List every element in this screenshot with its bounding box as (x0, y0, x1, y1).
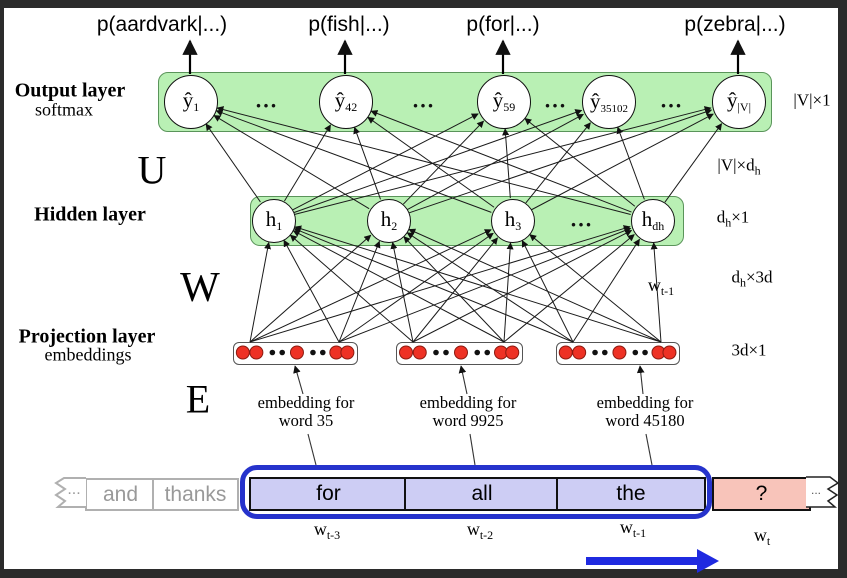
strip-cell-and: and (85, 478, 156, 511)
output-ellipsis-1: ... (255, 87, 279, 113)
output-ellipsis-3: ... (544, 87, 568, 113)
hidden-node-1: h1 (252, 199, 296, 243)
hidden-node-4: hdh (631, 199, 675, 243)
hidden-ellipsis-1: ... (570, 206, 594, 232)
strip-right-ellipsis: ... (810, 483, 822, 497)
prob-label-zebra: p(zebra|...) (684, 13, 786, 36)
dim-u-matrix: |V|×dh (717, 155, 761, 178)
output-node-2-label: ŷ42 (334, 88, 358, 115)
output-node-5-label: ŷ|V| (727, 88, 751, 115)
projection-layer-title: Projection layer (18, 325, 156, 348)
output-node-1: ŷ1 (164, 75, 218, 129)
matrix-w-label: W (180, 265, 220, 311)
hidden-node-2: h2 (367, 199, 411, 243)
frame-bottom (0, 569, 847, 578)
output-node-2: ŷ42 (319, 75, 373, 129)
projection-box-2 (396, 342, 523, 365)
prob-label-aardvark: p(aardvark|...) (96, 13, 228, 36)
dim-projection: 3d×1 (731, 340, 767, 360)
context-window-ring (240, 465, 712, 519)
wlabel-t1: wt-1 (619, 517, 647, 540)
output-node-3-label: ŷ59 (492, 88, 516, 115)
strip-cell-the: the (556, 477, 706, 511)
prob-label-fish: p(fish|...) (308, 13, 390, 36)
output-probability-arrows (182, 39, 746, 74)
dim-output: |V|×1 (793, 90, 831, 110)
wlabel-t: wt (753, 525, 771, 548)
strip-left-ellipsis: ... (67, 481, 81, 498)
hidden-node-3: h3 (491, 199, 535, 243)
output-ellipsis-2: ... (412, 87, 436, 113)
projection-box-3 (556, 342, 680, 365)
frame-left (0, 0, 4, 578)
hidden-node-2-label: h2 (380, 207, 398, 234)
matrix-e-label: E (185, 376, 211, 422)
output-node-3: ŷ59 (477, 75, 531, 129)
strip-cell-thanks: thanks (152, 478, 239, 511)
matrix-u-label: U (137, 147, 167, 193)
dim-hidden: dh×1 (716, 207, 750, 230)
hidden-node-1-label: h1 (265, 207, 283, 234)
w-prev-annotation: wt-1 (647, 275, 675, 298)
output-node-5: ŷ|V| (712, 75, 766, 129)
hidden-node-4-label: hdh (641, 207, 665, 234)
strip-cell-all: all (404, 477, 560, 511)
output-node-1-label: ŷ1 (182, 88, 200, 115)
dim-w-matrix: dh×3d (731, 267, 773, 290)
wlabel-t2: wt-2 (466, 519, 494, 542)
output-ellipsis-4: ... (660, 87, 684, 113)
hidden-layer-title: Hidden layer (34, 203, 146, 226)
hidden-layer-box (250, 196, 684, 246)
output-layer-subtitle: softmax (35, 99, 93, 120)
frame-right (838, 0, 847, 578)
output-layer-title: Output layer (14, 79, 126, 102)
projection-layer-subtitle: embeddings (44, 344, 132, 365)
output-node-4: ŷ35102 (582, 75, 636, 129)
strip-cell-target: ? (712, 477, 811, 511)
output-node-4-label: ŷ35102 (590, 89, 628, 115)
prob-label-for: p(for|...) (466, 13, 540, 36)
frame-top (0, 0, 847, 8)
hidden-node-3-label: h3 (504, 207, 522, 234)
projection-box-1 (233, 342, 358, 365)
wlabel-t3: wt-3 (313, 519, 341, 542)
